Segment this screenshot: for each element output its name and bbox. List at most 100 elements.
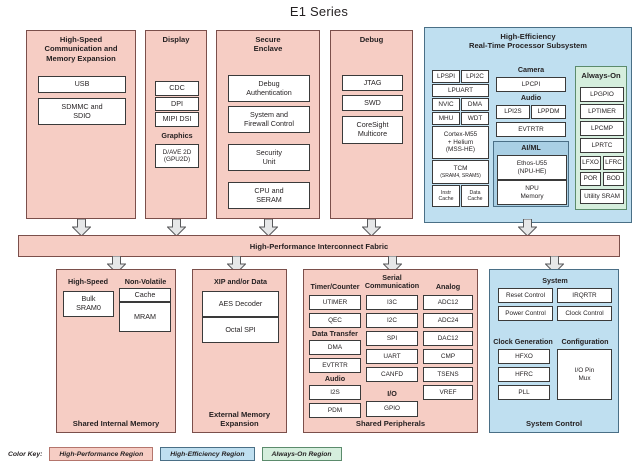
block-nvic[interactable]: NVIC: [432, 98, 460, 111]
subgroup-ai-ml[interactable]: AI/ML Ethos-U55 (NPU-HE) NPU Memory: [493, 141, 569, 207]
block-lppdm[interactable]: LPPDM: [531, 105, 566, 119]
block-tsens[interactable]: TSENS: [423, 367, 473, 382]
arrow-fabric-to-shared-internal-memory: [107, 256, 126, 274]
block-evtrtr-periph[interactable]: EVTRTR: [309, 358, 361, 373]
block-lpuart[interactable]: LPUART: [432, 84, 489, 97]
block-lpcmp[interactable]: LPCMP: [580, 121, 624, 136]
block-hfrc[interactable]: HFRC: [498, 367, 550, 382]
block-power-control[interactable]: Power Control: [498, 306, 553, 321]
block-lprtc[interactable]: LPRTC: [580, 138, 624, 153]
arrow-fabric-to-system-control: [545, 256, 564, 274]
block-cmp[interactable]: CMP: [423, 349, 473, 364]
group-label-audio-he: Audio: [520, 93, 542, 102]
interconnect-fabric-label: High-Performance Interconnect Fabric: [249, 241, 389, 251]
block-utimer[interactable]: UTIMER: [309, 295, 361, 310]
block-dma-periph[interactable]: DMA: [309, 340, 361, 355]
block-security-unit[interactable]: Security Unit: [228, 144, 310, 171]
panel-title-debug: Debug: [359, 35, 384, 44]
panel-footer-shared-peripherals: Shared Peripherals: [355, 418, 426, 428]
group-label-xip-and-or-data: XIP and/or Data: [214, 277, 267, 286]
block-utility-sram[interactable]: Utility SRAM: [580, 189, 624, 204]
block-dac12[interactable]: DAC12: [423, 331, 473, 346]
color-key-label: Color Key:: [8, 450, 43, 458]
block-uart[interactable]: UART: [366, 349, 418, 364]
panel-shared-peripherals[interactable]: Timer/Counter UTIMER QEC Data Transfer D…: [303, 269, 478, 433]
block-wdt[interactable]: WDT: [461, 112, 489, 125]
block-dma-he[interactable]: DMA: [461, 98, 489, 111]
block-tcm-label: TCM: [453, 165, 468, 173]
block-mram[interactable]: MRAM: [119, 302, 171, 332]
block-vref[interactable]: VREF: [423, 385, 473, 400]
block-lpi2c[interactable]: LPI2C: [461, 70, 489, 83]
block-bod[interactable]: BOD: [603, 172, 624, 186]
block-cpu-and-seram[interactable]: CPU and SERAM: [228, 182, 310, 209]
block-bulk-sram0[interactable]: Bulk SRAM0: [63, 291, 114, 317]
group-label-graphics: Graphics: [161, 131, 193, 140]
panel-shared-internal-memory[interactable]: High-Speed Non-Volatile Bulk SRAM0 Cache…: [56, 269, 176, 433]
block-lpi2s[interactable]: LPI2S: [496, 105, 530, 119]
block-lfrc[interactable]: LFRC: [603, 156, 624, 170]
block-clock-control[interactable]: Clock Control: [557, 306, 612, 321]
panel-system-control[interactable]: System Reset Control IRQRTR Power Contro…: [489, 269, 619, 433]
block-system-and-firewall-control[interactable]: System and Firewall Control: [228, 106, 310, 133]
block-cache-nv[interactable]: Cache: [119, 288, 171, 302]
block-adc12[interactable]: ADC12: [423, 295, 473, 310]
block-instr-cache[interactable]: Instr Cache: [432, 185, 460, 207]
block-io-pin-mux[interactable]: I/O Pin Mux: [557, 349, 612, 400]
block-data-cache[interactable]: Data Cache: [461, 185, 489, 207]
subgroup-title-ai-ml: AI/ML: [521, 143, 541, 152]
panel-debug[interactable]: Debug JTAG SWD CoreSight Multicore: [330, 30, 413, 219]
panel-high-efficiency-subsystem[interactable]: High-Efficiency Real-Time Processor Subs…: [424, 27, 632, 223]
block-i2c[interactable]: I2C: [366, 313, 418, 328]
block-lpspi[interactable]: LPSPI: [432, 70, 460, 83]
panel-title-display: Display: [162, 35, 190, 44]
block-adc24[interactable]: ADC24: [423, 313, 473, 328]
block-ethos-u55-npu-he[interactable]: Ethos-U55 (NPU-HE): [497, 155, 567, 180]
block-canfd[interactable]: CANFD: [366, 367, 418, 382]
block-reset-control[interactable]: Reset Control: [498, 288, 553, 303]
panel-high-speed-communication[interactable]: High-Speed Communication and Memory Expa…: [26, 30, 136, 219]
block-coresight-multicore[interactable]: CoreSight Multicore: [342, 116, 403, 144]
block-jtag[interactable]: JTAG: [342, 75, 403, 91]
panel-secure-enclave[interactable]: Secure Enclave Debug Authentication Syst…: [216, 30, 320, 219]
interconnect-fabric[interactable]: High-Performance Interconnect Fabric: [18, 235, 620, 257]
block-usb[interactable]: USB: [38, 76, 126, 93]
block-pdm[interactable]: PDM: [309, 403, 361, 418]
block-i2s[interactable]: I2S: [309, 385, 361, 400]
block-lptimer[interactable]: LPTIMER: [580, 104, 624, 119]
panel-title-secure-enclave: Secure Enclave: [253, 35, 283, 54]
page-title: E1 Series: [289, 4, 349, 19]
subgroup-always-on[interactable]: Always-On LPGPIO LPTIMER LPCMP LPRTC LFX…: [575, 66, 627, 210]
group-label-timer-counter: Timer/Counter: [310, 282, 360, 291]
block-dpi[interactable]: DPI: [155, 97, 199, 111]
block-lpcpi[interactable]: LPCPI: [496, 77, 566, 92]
block-swd[interactable]: SWD: [342, 95, 403, 111]
block-pll[interactable]: PLL: [498, 385, 550, 400]
arrow-fabric-to-external-memory: [227, 256, 246, 274]
block-npu-memory[interactable]: NPU Memory: [497, 180, 567, 205]
block-tcm[interactable]: TCM (SRAM4, SRAM5): [432, 160, 489, 184]
block-aes-decoder[interactable]: AES Decoder: [202, 291, 279, 317]
block-hfxo[interactable]: HFXO: [498, 349, 550, 364]
panel-title-high-efficiency-subsystem: High-Efficiency Real-Time Processor Subs…: [468, 32, 588, 51]
block-debug-authentication[interactable]: Debug Authentication: [228, 75, 310, 102]
block-cdc[interactable]: CDC: [155, 81, 199, 96]
block-qec[interactable]: QEC: [309, 313, 361, 328]
block-sdmmc-sdio[interactable]: SDMMC and SDIO: [38, 98, 126, 125]
block-gpio[interactable]: GPIO: [366, 401, 418, 417]
block-spi[interactable]: SPI: [366, 331, 418, 346]
block-octal-spi[interactable]: Octal SPI: [202, 317, 279, 343]
block-lfxo[interactable]: LFXO: [580, 156, 601, 170]
block-mhu[interactable]: MHU: [432, 112, 460, 125]
block-irqrtr[interactable]: IRQRTR: [557, 288, 612, 303]
panel-external-memory-expansion[interactable]: XIP and/or Data AES Decoder Octal SPI Ex…: [192, 269, 287, 433]
panel-display[interactable]: Display CDC DPI MIPI DSI Graphics D/AVE …: [145, 30, 207, 219]
block-mipi-dsi[interactable]: MIPI DSI: [155, 112, 199, 127]
block-i3c[interactable]: I3C: [366, 295, 418, 310]
block-por[interactable]: POR: [580, 172, 601, 186]
block-evtrtr-he[interactable]: EVTRTR: [496, 122, 566, 137]
block-lpgpio[interactable]: LPGPIO: [580, 87, 624, 102]
panel-footer-external-memory-expansion: External Memory Expansion: [208, 409, 271, 428]
block-dave-2d-gpu2d[interactable]: D/AVE 2D (GPU2D): [155, 144, 199, 168]
block-cortex-m55-helium[interactable]: Cortex-M55 + Helium (MSS-HE): [432, 126, 489, 159]
